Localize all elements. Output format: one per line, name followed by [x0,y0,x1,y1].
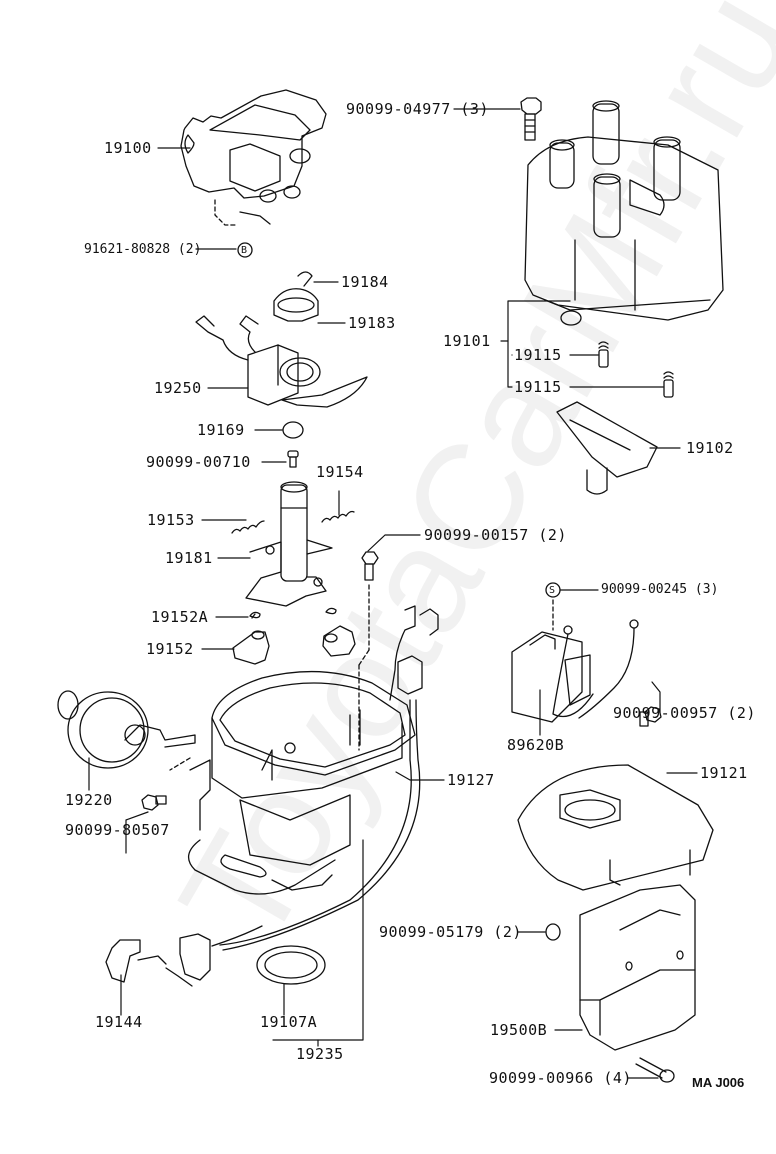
o-ring-19107A-drawing [257,946,325,984]
governor-shaft-19181-drawing [246,482,332,606]
callout-19183[interactable]: 19183 [348,314,396,332]
spring-19154-drawing [322,512,354,523]
cap-bolt-drawing [521,98,541,140]
clip-19184-drawing [298,272,312,286]
callout-19181[interactable]: 19181 [165,549,213,567]
connector-19144-drawing [106,926,262,986]
callout-19115-upper[interactable]: 19115 [514,346,562,364]
callout-19250[interactable]: 19250 [154,379,202,397]
screw-00157-drawing [359,552,378,750]
felt-19169-drawing [283,422,303,438]
leader-lines [89,109,697,1078]
spring-19153-drawing [232,521,264,533]
callout-19152A[interactable]: 19152A [151,608,209,626]
governor-weight-drawing [323,626,355,656]
distributor-housing-drawing [189,672,415,894]
callout-19500B[interactable]: 19500B [490,1021,548,1039]
callout-19127[interactable]: 19127 [447,771,495,789]
badge-s-label: S [549,585,556,596]
nut-05179-drawing [546,924,560,940]
callout-91621-80828[interactable]: 91621-80828 (2) [84,242,202,257]
rotor-19102-drawing [557,402,657,494]
callout-90099-00157[interactable]: 90099-00157 (2) [424,526,567,544]
signal-generator-19250-drawing [196,316,367,407]
callout-90099-00966[interactable]: 90099-00966 (4) [489,1069,632,1087]
callout-89620B[interactable]: 89620B [507,736,565,754]
callout-90099-00957[interactable]: 90099-00957 (2) [613,704,756,722]
wiring-harness-drawing [220,606,438,950]
e-clip-19152A-drawing [250,612,260,618]
screw-00710-drawing [288,451,298,467]
cover-19183-drawing [274,289,318,321]
distributor-assembly-drawing [181,90,326,225]
insulator-19121-drawing [518,765,713,890]
callout-19184[interactable]: 19184 [341,273,389,291]
callout-19169[interactable]: 19169 [197,421,245,439]
callout-19153[interactable]: 19153 [147,511,195,529]
igniter-89620B-drawing [512,600,661,726]
badge-circles [238,243,560,597]
callout-19101[interactable]: 19101 [443,332,491,350]
distributor-cap-drawing [525,101,723,325]
callout-19144[interactable]: 19144 [95,1013,143,1031]
callout-90099-00245[interactable]: 90099-00245 (3) [601,582,719,597]
screw-00966-drawing [636,1058,674,1082]
callout-19152[interactable]: 19152 [146,640,194,658]
callout-90099-05179[interactable]: 90099-05179 (2) [379,923,522,941]
vacuum-advance-19220-drawing [58,691,195,770]
callout-19102[interactable]: 19102 [686,439,734,457]
carbon-brush-19115-drawing [599,342,673,397]
callout-19220[interactable]: 19220 [65,791,113,809]
callout-19100[interactable]: 19100 [104,139,152,157]
e-clip-drawing [326,608,336,613]
reference-code: MA J006 [692,1075,745,1090]
badge-b-label: B [241,245,248,256]
callout-19154[interactable]: 19154 [316,463,364,481]
cover-19500B-drawing [580,885,695,1050]
callout-19115-lower[interactable]: 19115 [514,378,562,396]
callout-19235[interactable]: 19235 [296,1045,344,1063]
governor-weight-19152-drawing [233,631,269,664]
callout-90099-04977[interactable]: 90099-04977 (3) [346,100,489,118]
callout-90099-80507[interactable]: 90099-80507 [65,821,170,839]
callout-19121[interactable]: 19121 [700,764,748,782]
callout-90099-00710[interactable]: 90099-00710 [146,453,251,471]
screw-80507-drawing [142,795,166,810]
callout-19107A[interactable]: 19107A [260,1013,318,1031]
